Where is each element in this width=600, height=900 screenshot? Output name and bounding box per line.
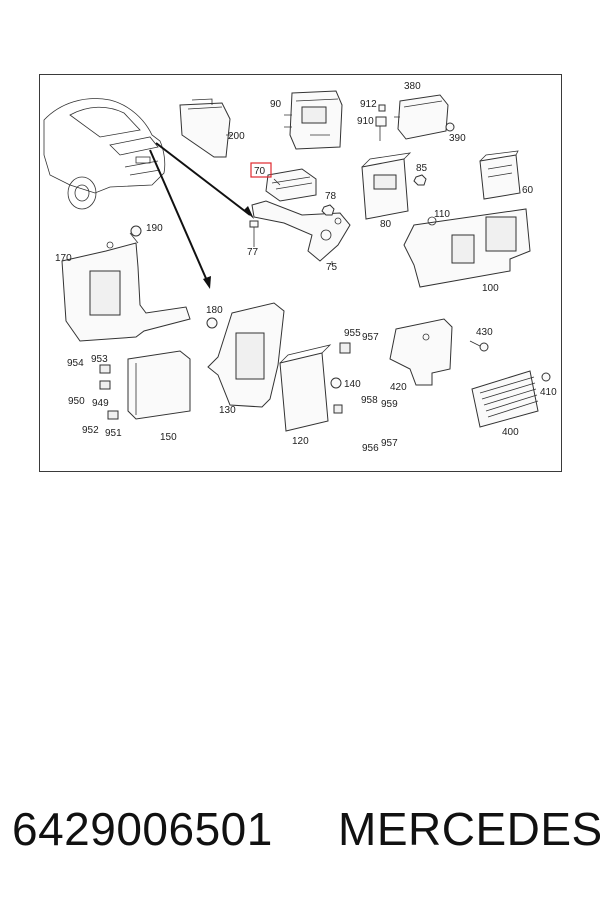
bracket-100 xyxy=(403,208,531,288)
parts-diagram: 70 75 77 78 80 85 90 100 110 120 130 140… xyxy=(39,74,562,472)
brand-name: MERCEDES xyxy=(338,803,600,855)
fastener-140 xyxy=(330,377,342,389)
callout-952: 952 xyxy=(82,425,99,436)
fastener-85 xyxy=(413,174,427,186)
callout-77: 77 xyxy=(247,247,259,258)
callout-130: 130 xyxy=(219,405,236,416)
callout-190: 190 xyxy=(146,223,163,234)
fastener-78 xyxy=(321,204,335,216)
callout-957-top: 957 xyxy=(362,332,379,343)
callout-954: 954 xyxy=(67,358,84,369)
fastener-77 xyxy=(249,220,259,241)
module-120 xyxy=(279,342,351,432)
callout-380: 380 xyxy=(404,81,421,92)
callout-85: 85 xyxy=(416,163,428,174)
callout-420: 420 xyxy=(390,382,407,393)
callout-390: 390 xyxy=(449,133,466,144)
fastener-430 xyxy=(469,340,489,352)
bracket-170 xyxy=(61,232,191,342)
callout-110: 110 xyxy=(434,209,450,220)
callout-70: 70 xyxy=(254,166,266,177)
callout-410: 410 xyxy=(540,387,557,398)
leader-lines xyxy=(226,134,333,265)
module-80 xyxy=(361,152,412,220)
callout-400: 400 xyxy=(502,427,519,438)
fastener-190 xyxy=(130,225,142,237)
bracket-130 xyxy=(207,302,285,408)
callout-80: 80 xyxy=(380,219,392,230)
callout-959: 959 xyxy=(381,399,398,410)
fastener-390 xyxy=(445,122,455,132)
locator-arrows xyxy=(149,142,254,289)
parts-diagram-svg: 70 75 77 78 80 85 90 100 110 120 130 140… xyxy=(43,81,557,454)
part-number: 6429006501 xyxy=(12,803,273,855)
car-outline xyxy=(43,98,166,210)
callout-78: 78 xyxy=(325,191,337,202)
callout-912: 912 xyxy=(360,99,377,110)
callout-956: 956 xyxy=(362,443,379,454)
module-90 xyxy=(284,90,343,150)
module-380 xyxy=(394,94,449,140)
bracket-75 xyxy=(251,200,351,262)
callout-200: 200 xyxy=(228,131,245,142)
callout-90: 90 xyxy=(270,99,282,110)
module-400 xyxy=(471,370,539,428)
callout-140: 140 xyxy=(344,379,361,390)
callout-958: 958 xyxy=(361,395,378,406)
callout-430: 430 xyxy=(476,327,493,338)
callout-100: 100 xyxy=(482,283,499,294)
callout-labels: 70 75 77 78 80 85 90 100 110 120 130 140… xyxy=(55,81,557,454)
callout-170: 170 xyxy=(55,253,72,264)
highlight-box xyxy=(250,162,272,178)
callout-950: 950 xyxy=(68,396,85,407)
fastener-410 xyxy=(541,372,551,382)
callout-957-bottom: 957 xyxy=(381,438,398,449)
connector-910 xyxy=(375,116,387,141)
fastener-180 xyxy=(206,317,218,329)
callout-75: 75 xyxy=(326,262,338,273)
callout-953: 953 xyxy=(91,354,108,365)
callout-910: 910 xyxy=(357,116,374,127)
callout-120: 120 xyxy=(292,436,309,447)
callout-150: 150 xyxy=(160,432,177,443)
connector-912 xyxy=(378,104,386,112)
callout-949: 949 xyxy=(92,398,109,409)
callout-955: 955 xyxy=(344,328,361,339)
callout-60: 60 xyxy=(522,185,534,196)
module-200 xyxy=(179,98,231,158)
callout-951: 951 xyxy=(105,428,122,439)
module-150 xyxy=(99,350,191,420)
bracket-420 xyxy=(389,318,453,386)
module-70 xyxy=(265,168,317,202)
callout-180: 180 xyxy=(206,305,223,316)
caption-bar: 6429006501 MERCEDES xyxy=(0,790,600,870)
module-60 xyxy=(479,150,521,200)
